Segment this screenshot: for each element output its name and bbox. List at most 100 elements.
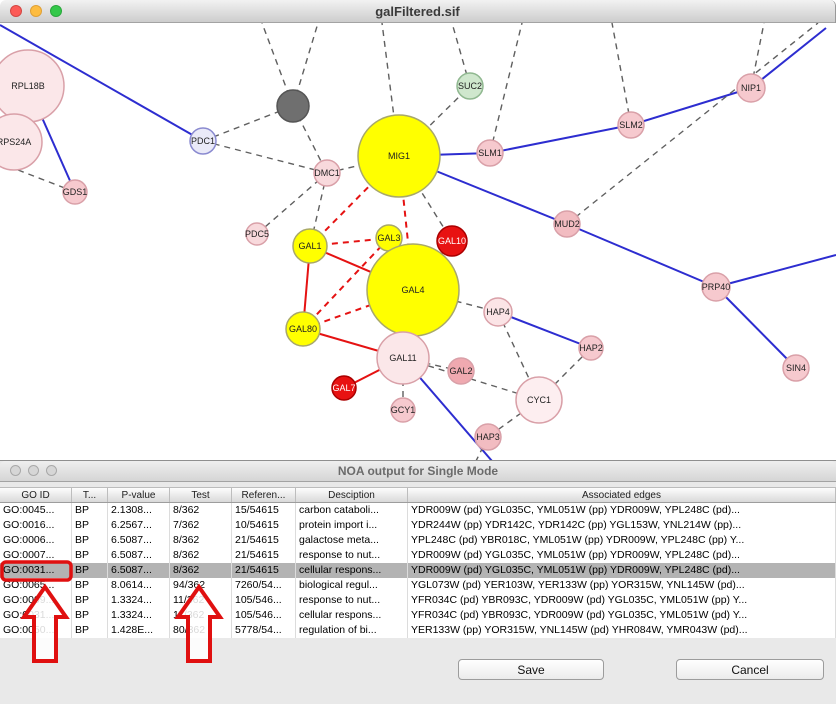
node-DMC1[interactable] xyxy=(313,159,341,187)
close-icon[interactable] xyxy=(10,5,22,17)
node-GAL7[interactable] xyxy=(331,375,357,401)
table-cell: GO:0006... xyxy=(0,533,72,548)
node-HAP3[interactable] xyxy=(474,423,502,451)
table-cell: 11/362 xyxy=(170,593,232,608)
edge-NIP1-offscreen[interactable] xyxy=(750,27,827,89)
node-label-RPL18B: RPL18B xyxy=(11,81,45,91)
column-header[interactable]: Test xyxy=(170,488,232,502)
table-cell: BP xyxy=(72,518,108,533)
node-label-MIG1: MIG1 xyxy=(388,151,410,161)
node-GCY1[interactable] xyxy=(390,397,416,423)
table-cell: GO:0045... xyxy=(0,503,72,518)
column-header[interactable]: P-value xyxy=(108,488,170,502)
table-cell: 6.5087... xyxy=(108,548,170,563)
node-CYC1[interactable] xyxy=(515,376,563,424)
node-MUD2[interactable] xyxy=(553,210,581,238)
zoom-icon[interactable] xyxy=(50,5,62,17)
table-cell: YER133W (pp) YOR315W, YNL145W (pd) YHR08… xyxy=(408,623,836,638)
network-window-titlebar[interactable]: galFiltered.sif xyxy=(0,0,835,23)
node-MIG1[interactable] xyxy=(357,114,441,198)
node-GAL80[interactable] xyxy=(285,311,321,347)
node-SIN4[interactable] xyxy=(782,354,810,382)
edge-GAL4-GAL80[interactable] xyxy=(302,289,414,330)
table-cell: 6.2567... xyxy=(108,518,170,533)
edge-PDC1-DMC1[interactable] xyxy=(202,140,328,174)
node-PDC1[interactable] xyxy=(189,127,217,155)
node-GAL10[interactable] xyxy=(436,225,468,257)
edge-SLM2-NIP1[interactable] xyxy=(630,87,752,126)
edge-offscreen-PDC1[interactable] xyxy=(0,24,204,142)
edge-HAP4-HAP2[interactable] xyxy=(497,311,592,349)
node-unnamed[interactable] xyxy=(276,89,310,123)
node-GAL2[interactable] xyxy=(447,357,475,385)
cancel-button[interactable]: Cancel xyxy=(676,659,824,680)
minimize-icon[interactable] xyxy=(30,5,42,17)
network-canvas[interactable]: RPL18BRPS24AGDS1PDC1DMC1MIG1SUC2SLM1SLM2… xyxy=(0,23,836,461)
node-HAP2[interactable] xyxy=(578,335,604,361)
table-cell: YGL073W (pd) YER103W, YER133W (pp) YOR31… xyxy=(408,578,836,593)
table-cell: 1.428E... xyxy=(108,623,170,638)
table-cell: BP xyxy=(72,533,108,548)
node-label-SLM2: SLM2 xyxy=(619,120,643,130)
table-cell: protein import i... xyxy=(296,518,408,533)
table-cell: cellular respons... xyxy=(296,608,408,623)
node-label-PDC5: PDC5 xyxy=(245,229,269,239)
node-GAL11[interactable] xyxy=(376,331,430,385)
node-PDC5[interactable] xyxy=(245,222,269,246)
table-cell: 105/546... xyxy=(232,593,296,608)
table-cell: 8.0614... xyxy=(108,578,170,593)
edge-MUD2-PRP40[interactable] xyxy=(566,223,717,288)
node-GDS1[interactable] xyxy=(62,179,88,205)
table-cell: YDR244W (pp) YDR142C, YDR142C (pp) YGL15… xyxy=(408,518,836,533)
minimize-icon[interactable] xyxy=(28,465,39,476)
edge-PDC5-DMC1[interactable] xyxy=(256,172,328,235)
column-header[interactable]: T... xyxy=(72,488,108,502)
table-cell: YDR009W (pd) YGL035C, YML051W (pp) YDR00… xyxy=(408,503,836,518)
table-cell: YFR034C (pd) YBR093C, YDR009W (pd) YGL03… xyxy=(408,608,836,623)
edge-SLM1-offscreen[interactable] xyxy=(489,23,523,154)
table-cell: GO:0009... xyxy=(0,593,72,608)
column-header[interactable]: Desciption xyxy=(296,488,408,502)
noa-window-titlebar[interactable]: NOA output for Single Mode xyxy=(0,461,836,482)
edge-MUD2-offscreen[interactable] xyxy=(566,23,819,225)
node-RPS24A[interactable] xyxy=(0,113,43,171)
node-SUC2[interactable] xyxy=(456,72,484,100)
column-header[interactable]: Referen... xyxy=(232,488,296,502)
edge-SLM1-SLM2[interactable] xyxy=(489,124,632,154)
node-NIP1[interactable] xyxy=(736,73,766,103)
column-header[interactable]: Associated edges xyxy=(408,488,836,502)
table-cell: 21/54615 xyxy=(232,563,296,578)
node-SLM1[interactable] xyxy=(476,139,504,167)
edge-PRP40-offscreen[interactable] xyxy=(715,254,836,288)
edge-SLM2-offscreen[interactable] xyxy=(611,23,632,126)
table-cell: 21/54615 xyxy=(232,533,296,548)
table-cell: 105/546... xyxy=(232,608,296,623)
edge-PRP40-SIN4[interactable] xyxy=(715,286,797,369)
save-button[interactable]: Save xyxy=(458,659,604,680)
table-cell: 21/54615 xyxy=(232,548,296,563)
column-header[interactable]: GO ID xyxy=(0,488,72,502)
table-cell: regulation of bi... xyxy=(296,623,408,638)
node-label-GAL11: GAL11 xyxy=(389,353,416,363)
table-cell: 80/362 xyxy=(170,623,232,638)
node-HAP4[interactable] xyxy=(483,297,513,327)
close-icon[interactable] xyxy=(10,465,21,476)
edge-GAL3-GAL80[interactable] xyxy=(302,237,390,330)
node-label-GCY1: GCY1 xyxy=(391,405,416,415)
node-label-NIP1: NIP1 xyxy=(741,83,761,93)
zoom-icon[interactable] xyxy=(46,465,57,476)
node-SLM2[interactable] xyxy=(617,111,645,139)
node-PRP40[interactable] xyxy=(701,272,731,302)
node-label-HAP4: HAP4 xyxy=(486,307,510,317)
node-GAL1[interactable] xyxy=(292,228,328,264)
